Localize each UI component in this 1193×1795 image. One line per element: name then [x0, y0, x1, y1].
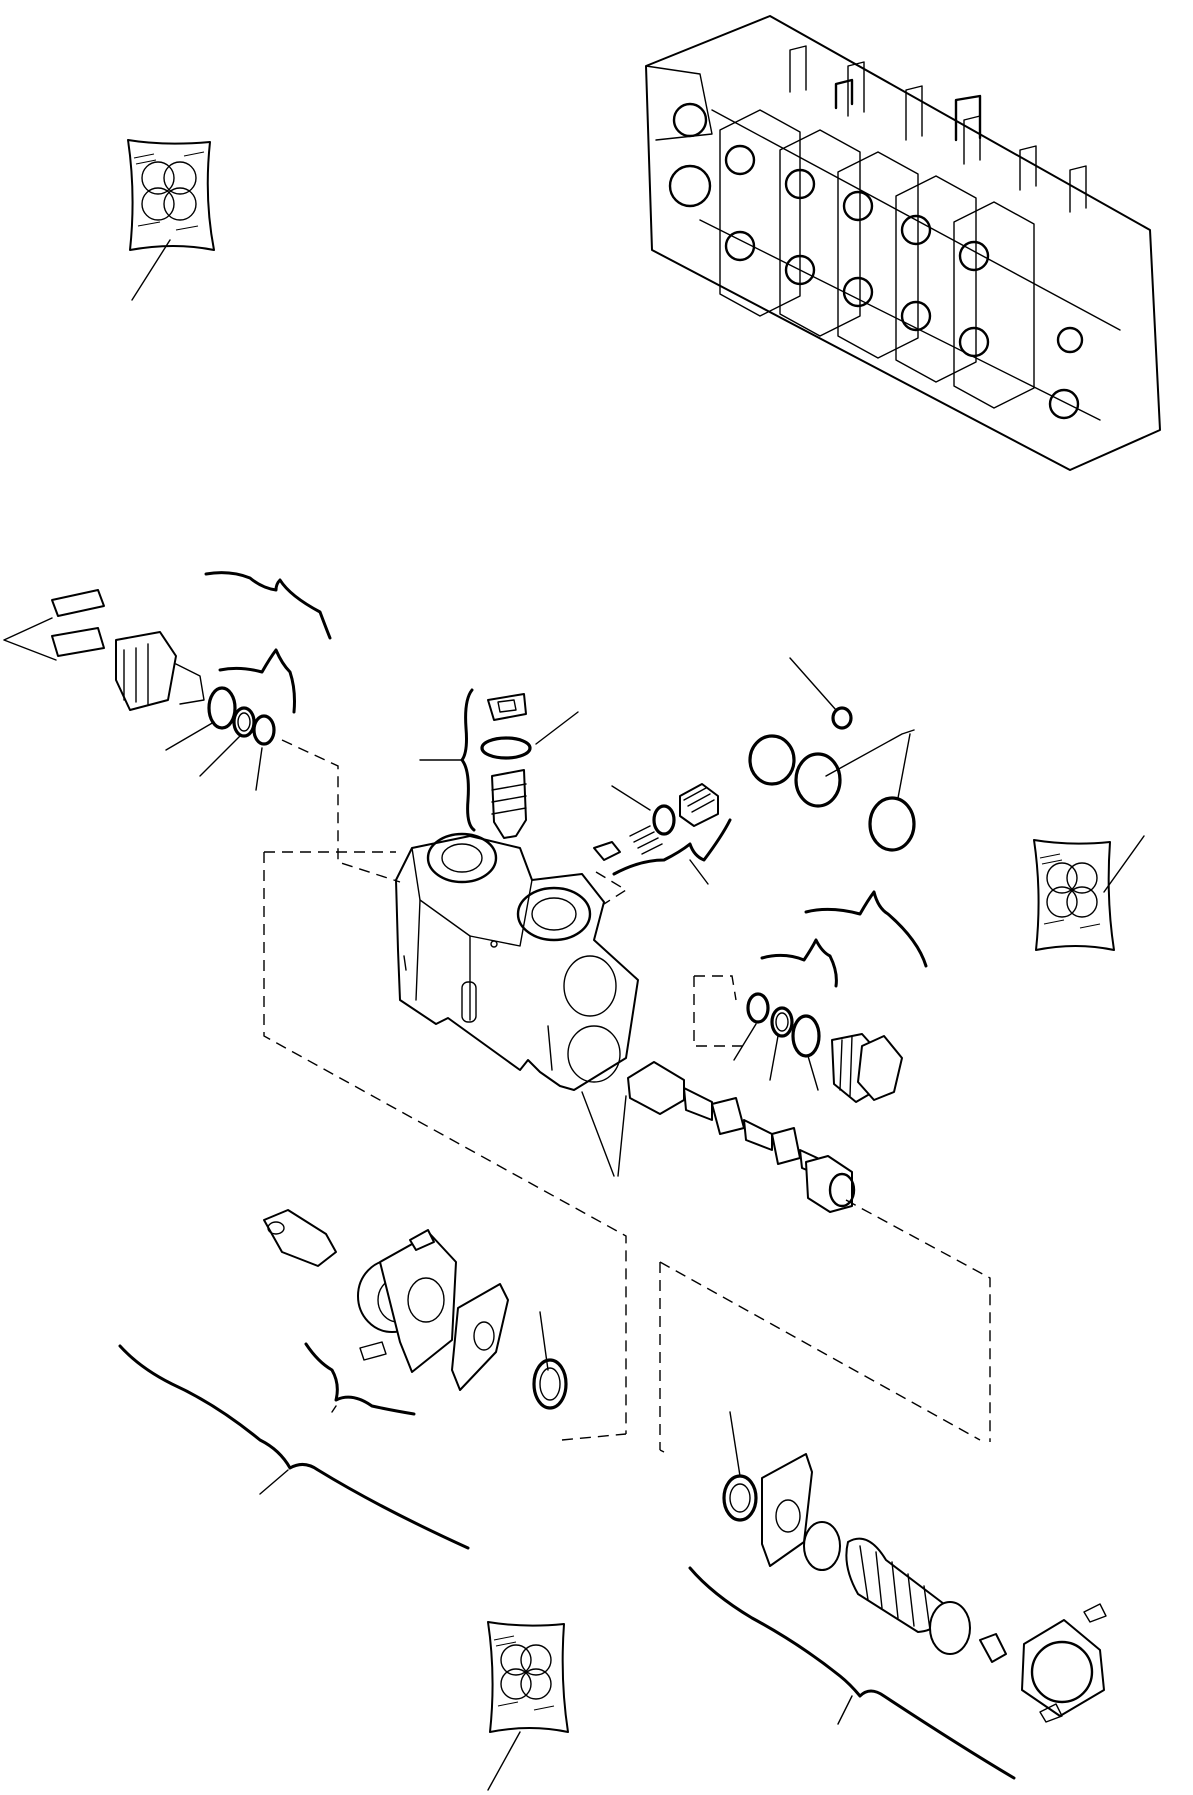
relief-valve-cartridge [831, 1033, 903, 1103]
group-brace [218, 648, 296, 714]
seal-kit-icon [487, 1621, 569, 1733]
group-brace [118, 1344, 470, 1550]
callout-leader [419, 711, 579, 761]
seal-kit-icon [127, 139, 215, 251]
o-ring [791, 1014, 821, 1058]
group-brace [688, 1566, 1016, 1780]
callout-leader [581, 1091, 627, 1177]
callout-leader [1103, 835, 1145, 893]
spring-return-cap [722, 1453, 1107, 1723]
callout-leader [733, 1023, 819, 1091]
relief-valve-cartridge [51, 589, 205, 711]
callout-leader [789, 657, 915, 799]
o-ring [232, 706, 256, 738]
check-valve-plug [480, 693, 532, 839]
o-ring [770, 1006, 794, 1038]
o-ring [207, 686, 237, 730]
group-brace [612, 818, 732, 876]
control-valve-assembly [645, 15, 1161, 471]
callout-leader [165, 721, 263, 791]
group-brace [804, 890, 928, 968]
o-ring [831, 706, 853, 730]
seal-kit-icon [1033, 839, 1115, 951]
callout-leader [729, 1411, 853, 1725]
alignment-guides [263, 739, 991, 1453]
group-brace [760, 938, 838, 988]
o-ring [794, 752, 842, 808]
o-ring [868, 796, 916, 852]
o-ring [252, 714, 276, 746]
group-brace [460, 688, 476, 832]
spool [627, 1061, 856, 1213]
o-ring [748, 734, 796, 786]
callout-leader [131, 239, 171, 301]
callout-leader [259, 1311, 549, 1495]
callout-leader [487, 1731, 521, 1791]
callout-leader [3, 617, 57, 661]
group-brace [204, 571, 332, 640]
group-brace [304, 1342, 416, 1416]
lever-end-cap [263, 1209, 568, 1410]
o-ring [746, 992, 770, 1024]
valve-section-body [395, 832, 639, 1091]
callout-leader [611, 785, 709, 885]
poppet-spring [593, 783, 719, 861]
